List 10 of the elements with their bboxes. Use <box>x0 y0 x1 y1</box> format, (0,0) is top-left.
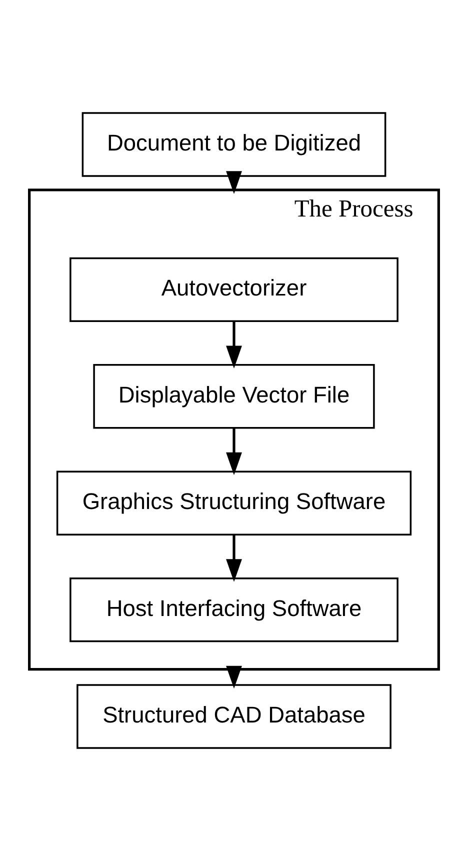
node-box: Host Interfacing Software <box>70 576 398 642</box>
arrow <box>226 534 242 582</box>
node-box: Autovectorizer <box>70 256 398 322</box>
node-box: Displayable Vector File <box>93 364 375 428</box>
arrow <box>226 428 242 475</box>
node-box: Graphics Structuring Software <box>56 470 412 535</box>
node-box: Structured CAD Database <box>76 684 392 748</box>
arrow <box>226 170 242 194</box>
arrow <box>226 665 242 688</box>
arrow <box>226 320 242 368</box>
